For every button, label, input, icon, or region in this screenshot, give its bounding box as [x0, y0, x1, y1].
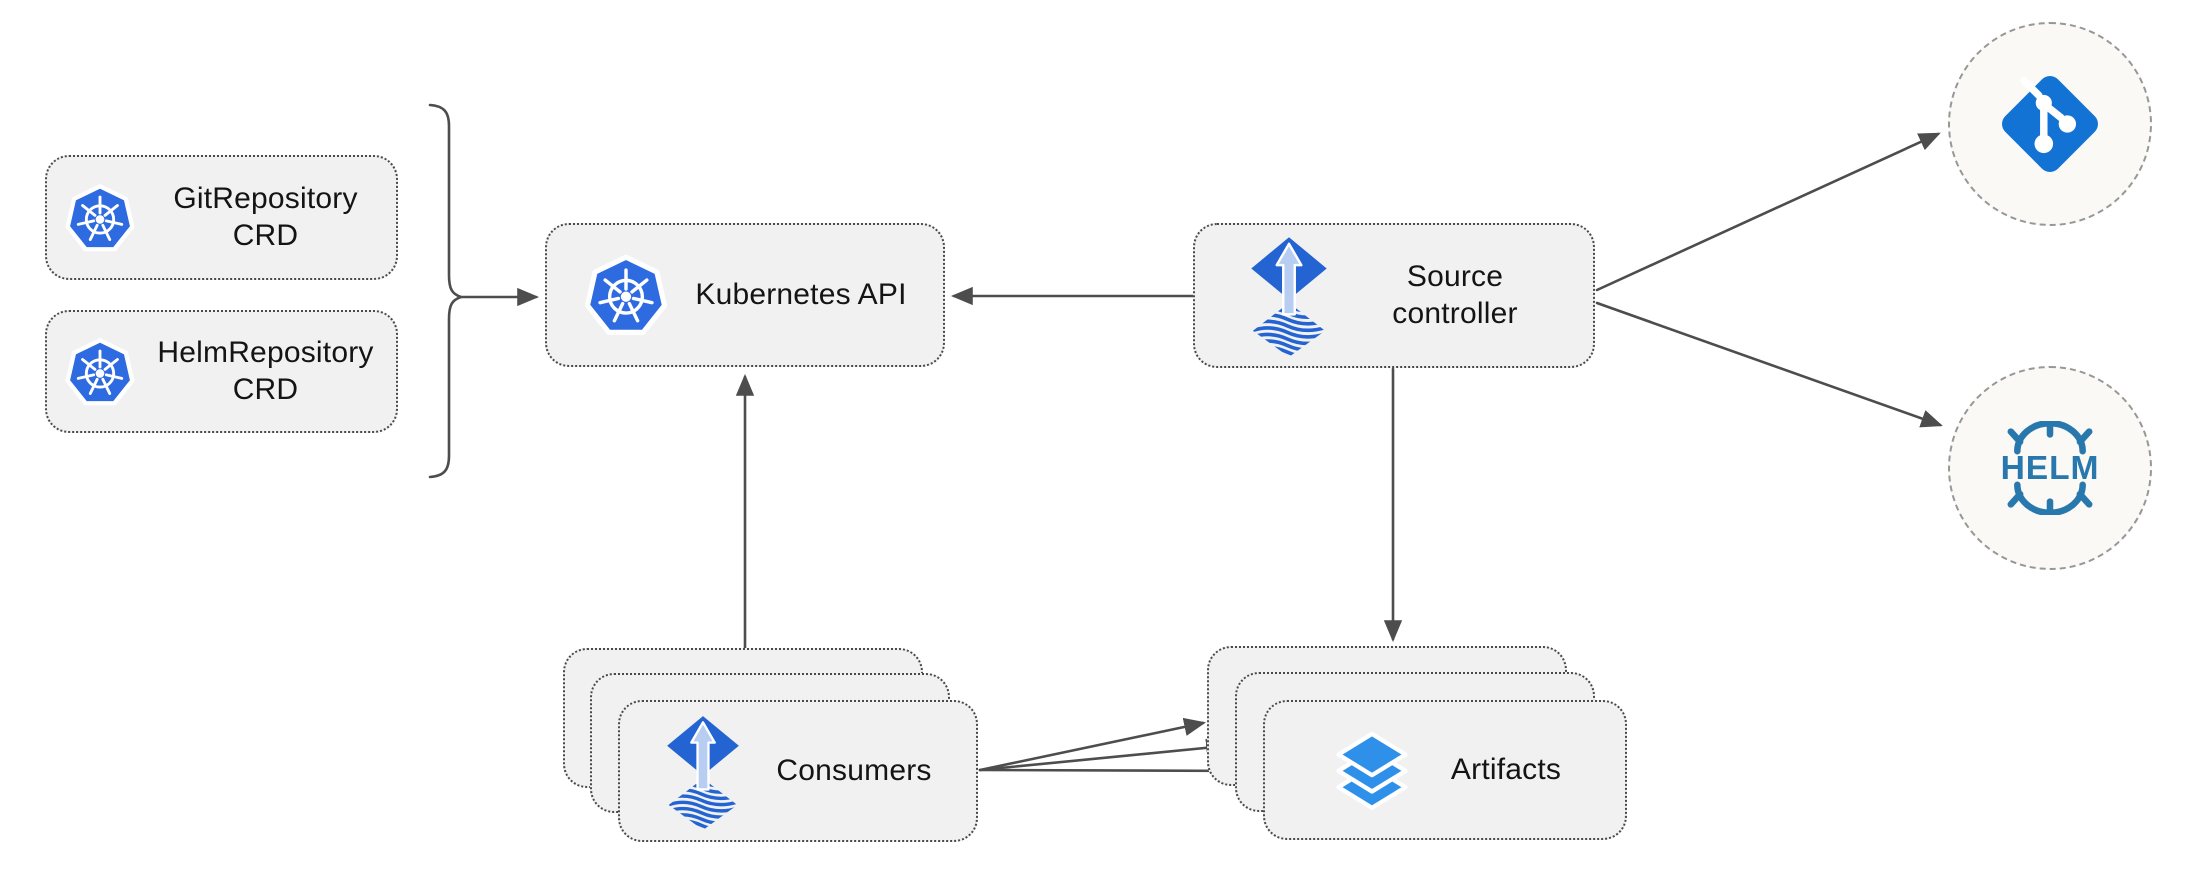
kubernetes-icon [65, 183, 134, 251]
node-label: Artifacts [1450, 752, 1562, 786]
edge-consumers-to-artifacts-middle [978, 738, 1229, 772]
node-git-endpoint [1948, 22, 2152, 226]
node-source-controller: Source controller [1193, 223, 1595, 368]
node-consumers: Consumers [618, 700, 978, 842]
node-label: Kubernetes API [695, 277, 907, 311]
node-kubernetes-api: Kubernetes API [545, 223, 945, 367]
kubernetes-icon [65, 337, 134, 405]
node-label: Consumers [776, 753, 932, 787]
git-icon [2002, 76, 2098, 172]
edge-source-controller-to-git [1595, 132, 1941, 292]
helm-label: HELM [2001, 450, 2100, 487]
layers-stack-icon [1336, 731, 1408, 810]
edge-source-controller-to-helm [1595, 301, 1943, 428]
helm-icon: HELM [2001, 421, 2100, 515]
node-label: HelmRepository CRD [157, 335, 374, 406]
node-helm-endpoint: HELM [1948, 366, 2152, 570]
edge-consumers-to-artifacts-front [978, 761, 1257, 781]
kubernetes-icon [585, 254, 668, 335]
node-helm-repository-crd: HelmRepository CRD [45, 310, 398, 433]
node-artifacts: Artifacts [1263, 700, 1627, 840]
flux-icon [1251, 237, 1327, 357]
edge-consumers-to-artifacts-back [978, 717, 1206, 772]
flux-icon [667, 715, 740, 830]
node-label: Source controller [1392, 259, 1518, 330]
node-label: GitRepository CRD [173, 181, 358, 252]
node-git-repository-crd: GitRepository CRD [45, 155, 398, 280]
crd-group-bracket [428, 103, 466, 479]
